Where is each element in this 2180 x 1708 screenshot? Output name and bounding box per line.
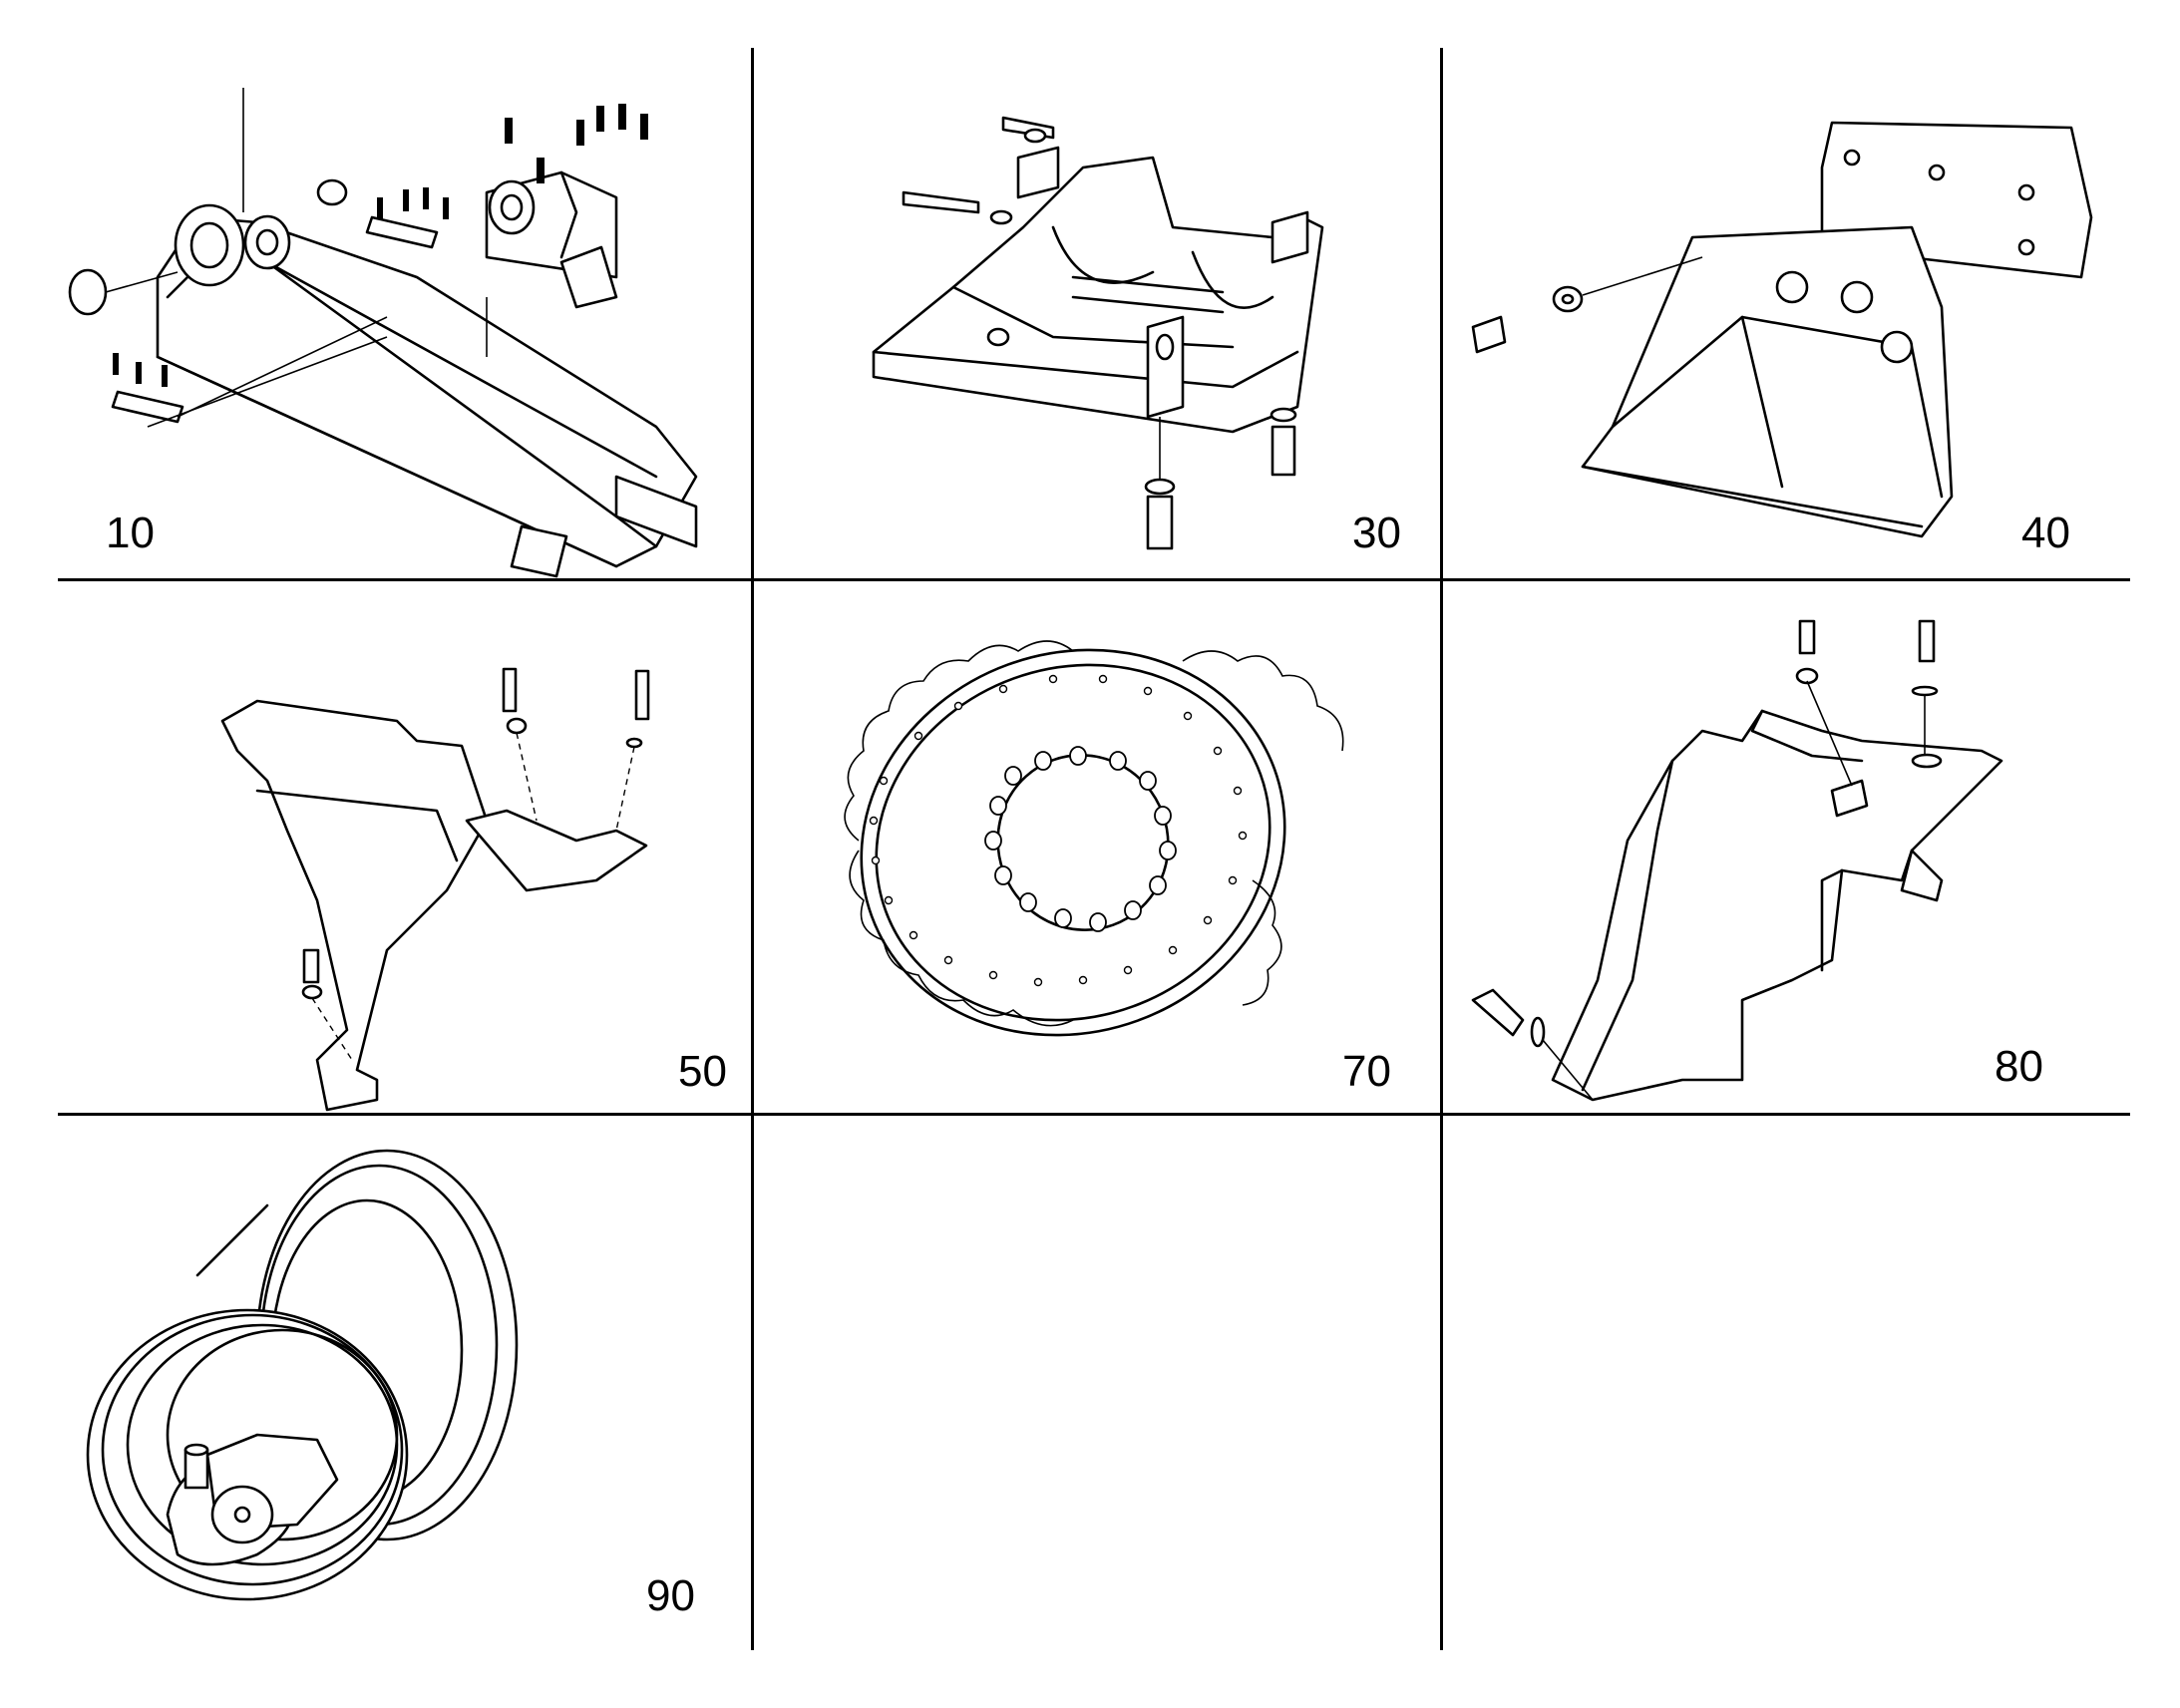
grid-line-horizontal-2 — [58, 1113, 2130, 1116]
panel-empty-1 — [754, 1116, 1440, 1650]
panel-50: 50 — [58, 581, 751, 1113]
panel-number: 30 — [1352, 509, 1401, 557]
panel-number: 70 — [1342, 1047, 1391, 1096]
panel-80: 80 — [1443, 581, 2130, 1113]
guard-drawing — [1471, 121, 2093, 538]
panel-number: 10 — [106, 509, 155, 557]
panel-40: 40 — [1443, 48, 2130, 578]
track-frame-drawing — [68, 88, 698, 578]
panel-number: 90 — [646, 1571, 695, 1620]
bracket-drawing — [872, 116, 1324, 550]
grid-line-vertical-2 — [1440, 48, 1443, 1650]
panel-number: 80 — [1995, 1042, 2043, 1091]
grid-line-horizontal-1 — [58, 578, 2130, 581]
panel-30: 30 — [754, 48, 1440, 578]
panel-70: 70 — [754, 581, 1440, 1113]
panel-number: 50 — [678, 1047, 727, 1096]
grid-line-vertical-1 — [751, 48, 754, 1650]
panel-10: 10 — [58, 48, 751, 578]
side-guard-drawing — [1471, 619, 2003, 1102]
panel-number: 40 — [2021, 509, 2070, 557]
bent-guard-drawing — [220, 667, 650, 1112]
panel-90: 90 — [58, 1116, 751, 1650]
panel-empty-2 — [1443, 1116, 2130, 1650]
sprocket-drawing — [844, 640, 1344, 1037]
roller-drawing — [86, 1149, 519, 1601]
